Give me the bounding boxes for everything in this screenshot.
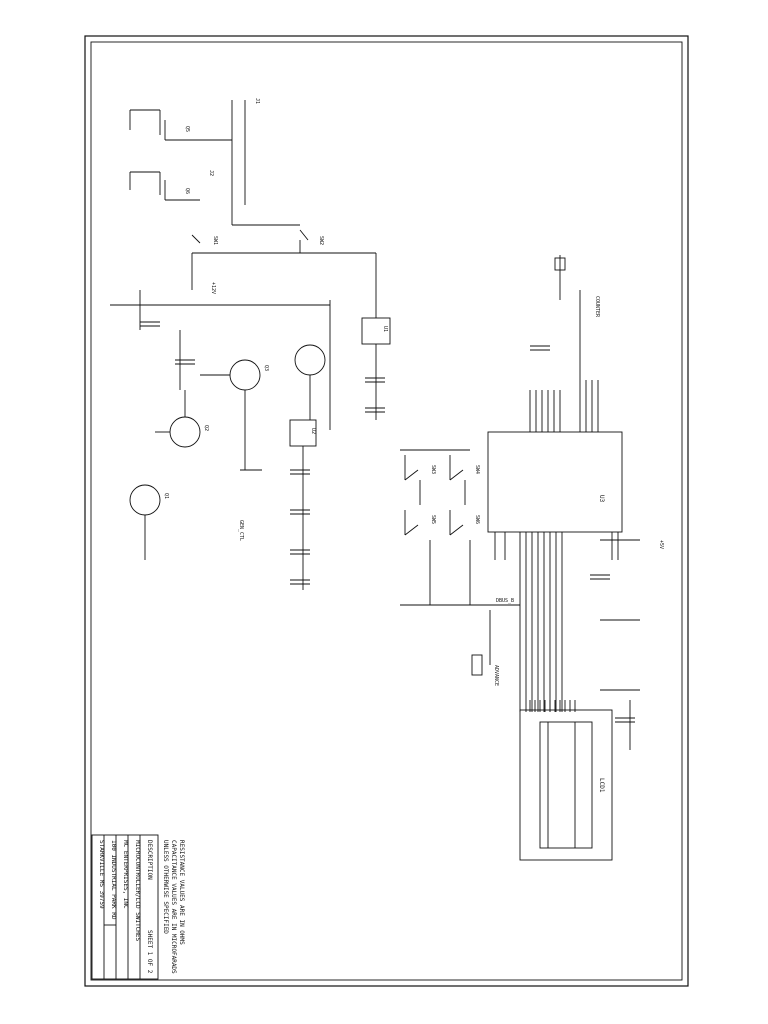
sheet-number: SHEET 1 OF 2 [146, 930, 153, 974]
sw2-label: SW2 [318, 236, 324, 245]
description-text: MICROCONTROLLER/LCD SWITCHES [134, 840, 141, 942]
sw1-label: SW1 [212, 236, 218, 245]
v12-label: +12V [210, 282, 216, 294]
note-line-1: RESISTANCE VALUES ARE IN OHMS [178, 840, 185, 945]
sw4-label: SW4 [474, 465, 480, 474]
q2-label: Q2 [203, 425, 209, 431]
sw6-label: SW6 [474, 515, 480, 524]
u3-label: U3 [598, 495, 605, 503]
q1-label: Q1 [163, 493, 169, 499]
j2-label: J2 [208, 170, 214, 176]
capacitor-array [140, 321, 635, 723]
right-connectors: COUNTER +5V GEN_CTL [238, 255, 664, 750]
lcd-module: LCD1 [519, 700, 613, 861]
sw3-label: SW3 [430, 465, 436, 474]
sw5-label: SW5 [430, 515, 436, 524]
vdd-label: +5V [658, 540, 664, 549]
u2-label: U2 [310, 428, 316, 434]
note-line-2: CAPACITANCE VALUES ARE IN MICROFARADS [170, 840, 177, 974]
note-line-3: UNLESS OTHERWISE SPECIFIED [162, 840, 169, 934]
voltage-regulators: U1 U2 [289, 270, 391, 590]
q5-label: Q5 [184, 126, 190, 132]
dbus-label: DBUS_B [496, 598, 514, 604]
u1-label: U1 [382, 326, 388, 332]
q3-label: Q3 [263, 365, 269, 371]
company-address-line: STARKVILLE MS 39759 [98, 840, 105, 909]
outer-border [84, 35, 689, 987]
company-name-line: MC ENTERPRISES, INC [122, 840, 129, 909]
q6-label: Q6 [184, 188, 190, 194]
switch-bank: SW3 SW4 SW5 SW6 [400, 449, 480, 536]
inner-border [90, 41, 683, 981]
transistors: Q2 Q1 Q3 [129, 344, 326, 560]
counter-label: COUNTER [594, 296, 600, 318]
advance-label: ADVANCE [493, 665, 499, 686]
microcontroller-u3: U3 [487, 380, 623, 712]
mosfet-q5-q6: Q5 Q6 [129, 109, 232, 201]
description-label: DESCRIPTION [146, 840, 153, 880]
j1-label: J1 [254, 98, 260, 104]
power-section: SW1 SW2 J1 J2 +12V [110, 98, 377, 390]
drawing-notes: UNLESS OTHERWISE SPECIFIED CAPACITANCE V… [162, 840, 185, 974]
data-bus: DBUS_B ADVANCE [400, 540, 520, 686]
gen-ctl-label: GEN_CTL [238, 520, 244, 541]
title-block: STARKVILLE MS 39759 100 INDUSTRIAL PARK … [91, 834, 159, 980]
company-street-line: 100 INDUSTRIAL PARK RD [110, 840, 117, 920]
lcd-label: LCD1 [598, 778, 605, 793]
